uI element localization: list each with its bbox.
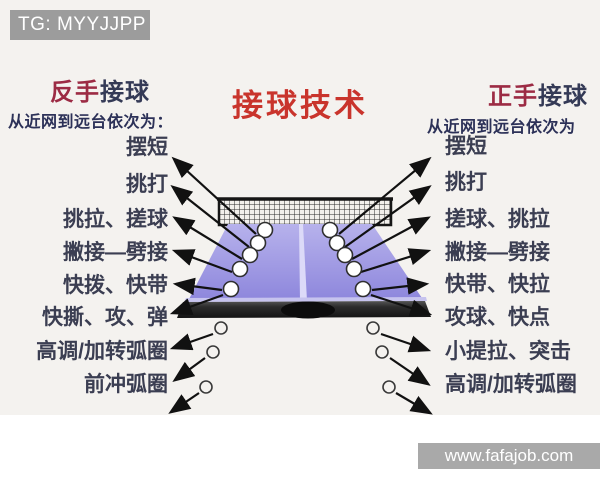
ball-dot [256,221,274,239]
ball-dot [366,321,380,335]
watermark-banner-top: TG: MYYJJPP [10,10,150,40]
arrow-line [371,277,430,295]
technique-label-left-7: 高调/加转弧圈 [36,340,168,363]
arrow-line [169,293,224,315]
ball-dot [214,321,228,335]
ball-dot [375,345,389,359]
arrow-line [370,293,433,317]
table-near-edge-highlight [184,297,427,302]
arrow-line [172,277,223,296]
technique-label-left-2: 挑打 [126,173,168,196]
arrow-line [380,332,432,353]
technique-label-right-6: 攻球、快点 [445,306,550,329]
technique-label-left-5: 快拨、快带 [63,274,168,297]
arrow-line [170,184,250,248]
offtable-markers-right [366,321,396,394]
technique-label-right-4: 撇接—劈接 [445,241,550,264]
arrow-line [389,357,431,386]
ball-dot [336,246,354,264]
ball-markers-right [321,221,372,298]
offtable-markers-left [199,321,228,394]
technique-label-right-8: 高调/加转弧圈 [445,373,577,396]
table-centerline [299,224,307,301]
technique-label-left-6: 快撕、攻、弹 [42,306,168,329]
arrow-line [172,357,206,382]
backhand-header-rest: 接球 [100,79,150,106]
ball-dot [345,260,363,278]
ball-dot [321,221,339,239]
watermark-banner-bottom: www.fafajob.com [418,443,600,469]
arrow-line [344,185,432,248]
ball-dot [206,345,220,359]
ball-dot [354,280,372,298]
backhand-header-accent: 反手 [50,79,100,106]
arrow-line [360,248,432,274]
arrow-line [169,332,214,351]
page-title: 接球技术 [232,88,368,123]
ball-dot [241,246,259,264]
backhand-subtitle: 从近网到远台依次为： [8,114,174,131]
forehand-subtitle: 从近网到远台依次为 [427,119,576,136]
technique-label-right-5: 快带、快拉 [445,273,550,296]
ball-dot [328,234,346,252]
arrow-line [395,392,433,415]
ball-dot [249,234,267,252]
arrow-line [171,249,233,274]
technique-label-right-3: 搓球、挑拉 [445,208,550,231]
technique-label-left-4: 撇接—劈接 [63,241,168,264]
trajectory-arrows-left [168,156,257,414]
ball-dot [231,260,249,278]
backhand-header: 反手接球 [30,72,170,107]
arrow-line [338,156,432,235]
arrow-line [168,392,200,414]
arrow-line [351,216,431,260]
technique-label-right-2: 挑打 [445,171,487,194]
forehand-header-rest: 接球 [538,83,588,110]
ball-markers-left [222,221,274,298]
ball-dot [222,280,240,298]
arrow-line [171,156,257,235]
arrow-line [172,216,243,260]
ball-dot [382,380,396,394]
technique-label-right-1: 摆短 [445,135,487,158]
technique-label-right-7: 小提拉、突击 [445,340,571,363]
forehand-header: 正手接球 [478,76,598,111]
forehand-header-accent: 正手 [488,83,538,110]
trajectory-arrows-right [338,156,433,415]
ball-dot [199,380,213,394]
technique-label-left-8: 前冲弧圈 [84,373,168,396]
technique-label-left-3: 挑拉、搓球 [63,208,168,231]
table-shadow-ellipse [281,301,335,319]
technique-label-left-1: 摆短 [126,136,168,159]
